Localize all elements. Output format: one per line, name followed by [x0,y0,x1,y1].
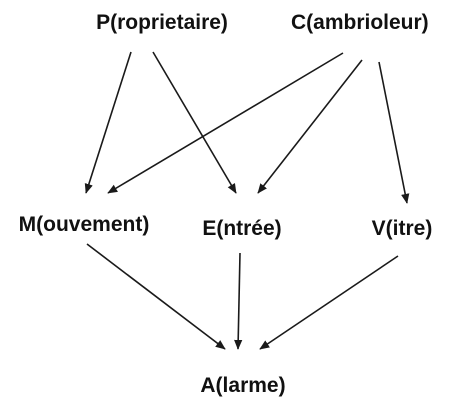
edge-m-to-a [86,243,226,350]
edge-p-to-e [152,51,237,194]
node-c: C(ambrioleur) [291,11,429,34]
edge-v-to-a [259,255,399,350]
edge-c-to-m [107,52,344,194]
node-m: M(ouvement) [19,213,150,236]
edge-p-to-m [84,51,132,194]
edge-c-to-v [378,61,410,204]
edge-e-to-a [234,252,243,350]
node-group: P(roprietaire) C(ambrioleur) M(ouvement)… [19,11,433,397]
node-p: P(roprietaire) [96,11,228,34]
node-a: A(larme) [200,374,285,397]
edge-group [84,51,410,350]
node-v: V(itre) [372,217,433,240]
node-e: E(ntrée) [202,217,281,240]
edge-c-to-e [257,59,363,194]
